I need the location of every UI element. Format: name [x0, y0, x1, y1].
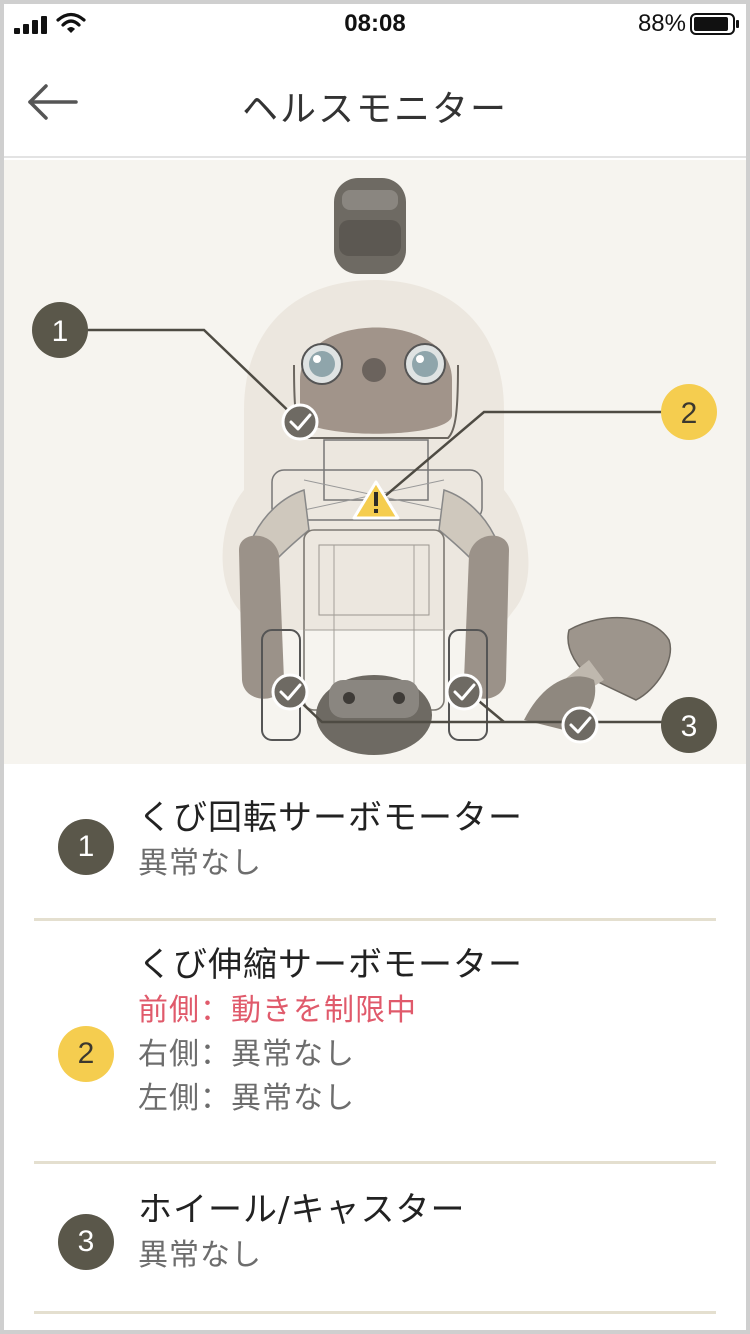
list-item[interactable]: 1 くび回転サーボモーター 異常なし [34, 764, 716, 921]
component-list: 1 くび回転サーボモーター 異常なし 2 くび伸縮サーボモーター 前側：動きを制… [4, 764, 746, 1314]
status-time: 08:08 [344, 10, 406, 37]
robot-diagram: 1 2 3 [4, 160, 746, 764]
marker-badge-1[interactable]: 1 [32, 302, 88, 358]
item-number-badge: 3 [58, 1214, 114, 1270]
marker-badge-2[interactable]: 2 [661, 384, 717, 440]
item-number-badge: 1 [58, 819, 114, 875]
battery-percent: 88% [637, 10, 686, 37]
item-title: くび伸縮サーボモーター [138, 945, 523, 985]
battery-icon [690, 13, 739, 35]
item-status: 前側：動きを制限中 [138, 993, 417, 1028]
check-icon [561, 706, 599, 744]
item-status: 右側：異常なし [138, 1037, 355, 1072]
item-status: 異常なし [138, 846, 262, 881]
check-icon [281, 403, 319, 441]
check-icon [445, 673, 483, 711]
list-item[interactable]: 2 くび伸縮サーボモーター 前側：動きを制限中 右側：異常なし 左側：異常なし [34, 921, 716, 1164]
svg-text:3: 3 [681, 710, 698, 743]
svg-text:2: 2 [681, 397, 698, 430]
item-status: 左側：異常なし [138, 1081, 355, 1116]
page-title: ヘルスモニター [241, 89, 508, 130]
back-arrow-icon[interactable] [18, 78, 82, 126]
status-bar: 08:08 88% [4, 4, 746, 44]
nav-bar: ヘルスモニター [4, 44, 746, 158]
check-icon [271, 673, 309, 711]
warning-icon [352, 480, 400, 520]
list-item[interactable]: 3 ホイール/キャスター 異常なし [34, 1164, 716, 1314]
robot-illustration: 1 2 3 [32, 178, 717, 755]
item-status: 異常なし [138, 1238, 262, 1273]
item-title: ホイール/キャスター [138, 1190, 466, 1230]
item-title: くび回転サーボモーター [138, 798, 523, 838]
item-number-badge: 2 [58, 1026, 114, 1082]
cellular-signal-icon [14, 16, 47, 34]
svg-text:1: 1 [52, 315, 69, 348]
wifi-icon [56, 12, 86, 33]
marker-badge-3[interactable]: 3 [661, 697, 717, 753]
